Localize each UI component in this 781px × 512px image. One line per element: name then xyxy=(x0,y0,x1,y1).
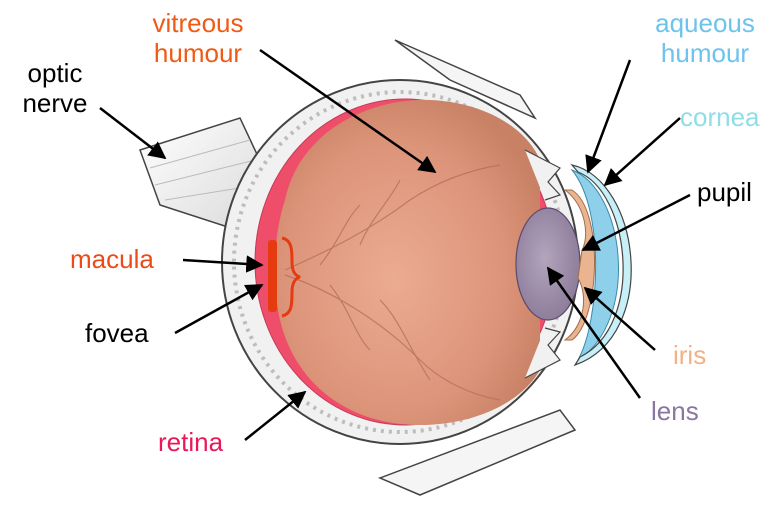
label-cornea: cornea xyxy=(680,102,760,132)
arrow-cornea xyxy=(605,118,680,185)
label-retina: retina xyxy=(158,427,223,457)
arrow-retina xyxy=(245,392,305,440)
label-pupil: pupil xyxy=(697,177,752,207)
fovea-spot xyxy=(268,240,277,312)
label-lens: lens xyxy=(651,396,699,426)
vitreous-body xyxy=(275,100,540,425)
label-iris: iris xyxy=(673,340,706,370)
label-fovea: fovea xyxy=(85,318,149,348)
lens-shape xyxy=(516,208,580,320)
arrow-aqueous xyxy=(588,60,630,172)
label-vitreous-humour: vitreous humour xyxy=(138,8,258,68)
arrow-optic-nerve xyxy=(100,108,165,158)
label-optic-nerve: optic nerve xyxy=(10,58,100,118)
label-aqueous-humour: aqueous humour xyxy=(640,8,770,68)
label-macula: macula xyxy=(70,244,154,274)
